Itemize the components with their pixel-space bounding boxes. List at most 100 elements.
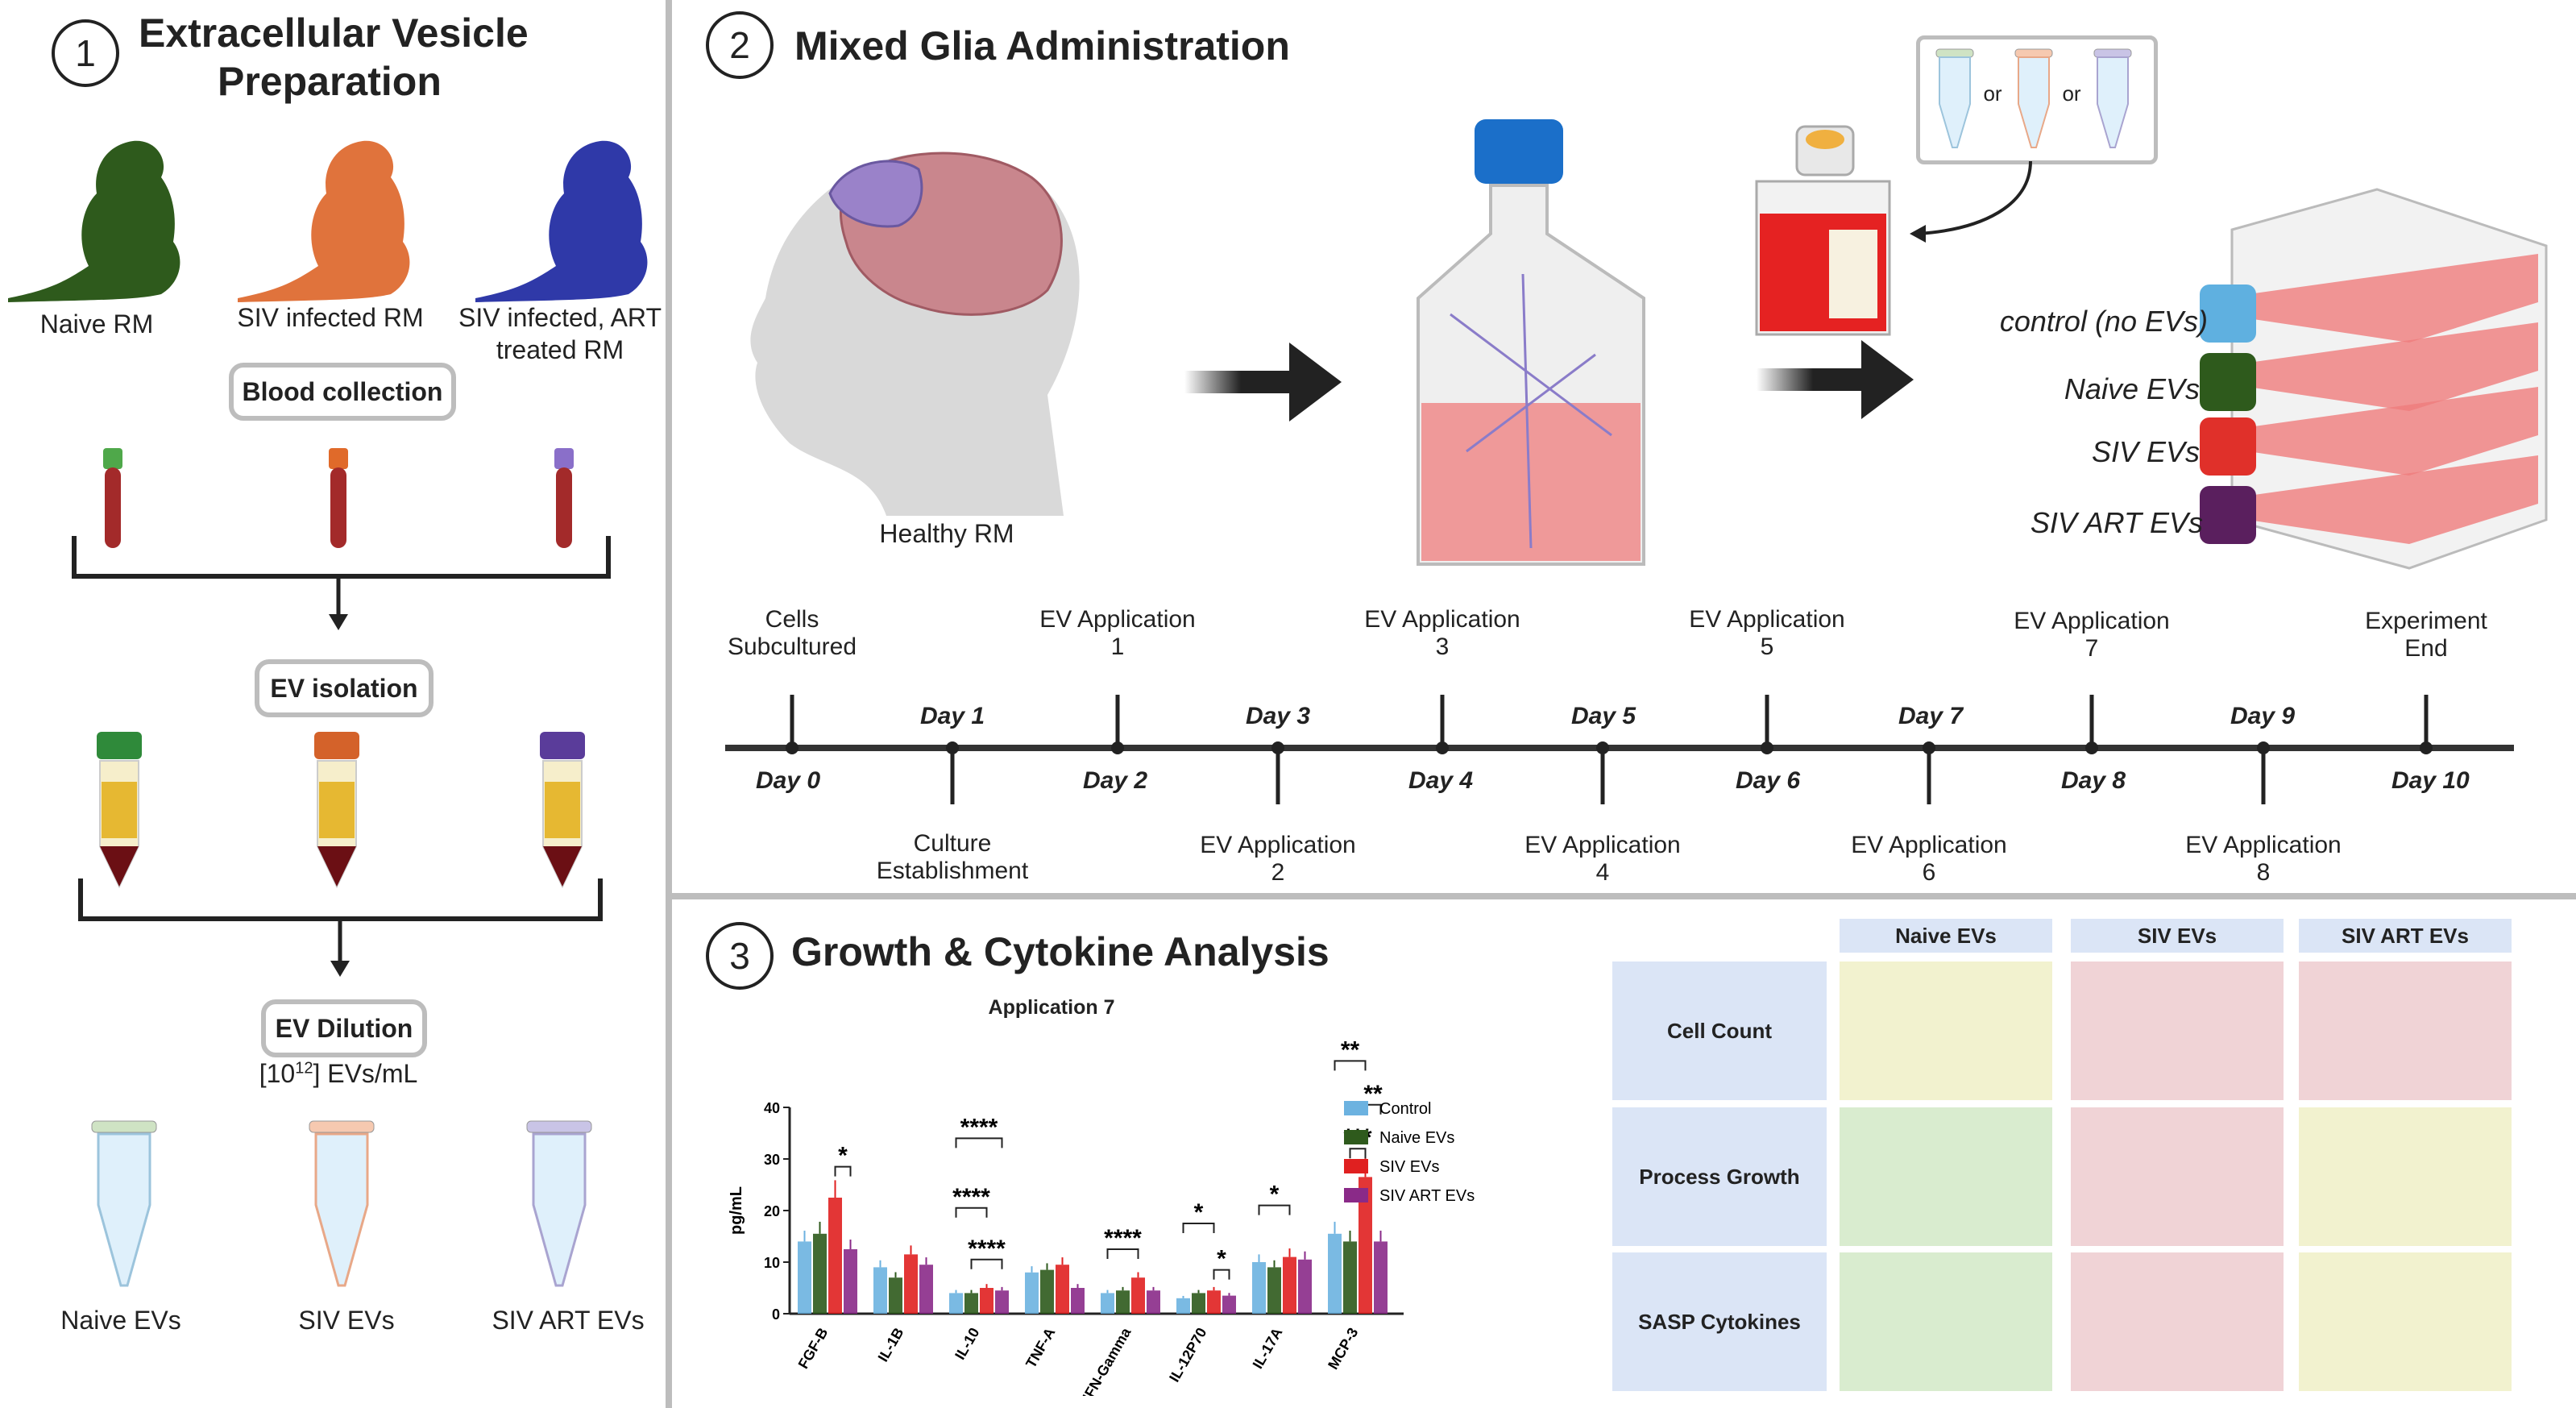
bar (844, 1249, 857, 1314)
eppendorf-naive (91, 1120, 157, 1287)
event-line1: Cells (765, 606, 819, 633)
table-cell (2071, 962, 2284, 1100)
blood-tube-naive (105, 467, 121, 548)
stacked-flasks-illustration (2200, 188, 2548, 570)
day-4: Day 4 (1408, 767, 1474, 794)
event-line1: Experiment (2365, 608, 2487, 634)
flask-cap-siv (2200, 417, 2256, 476)
monkey-brain-illustration (750, 152, 1080, 516)
table-row-header: Cell Count (1612, 962, 1827, 1100)
sig-il10-a (955, 1137, 1003, 1148)
monkey-label-siv: SIV infected RM (237, 303, 424, 332)
or-label-2: or (2062, 81, 2081, 106)
bar (1176, 1298, 1190, 1314)
bar (889, 1277, 902, 1314)
falcon-tubes (97, 732, 585, 889)
day-1: Day 1 (920, 703, 985, 729)
legend-swatch (1344, 1159, 1368, 1173)
category-label: IFN-Gamma (1080, 1324, 1135, 1396)
flask-cap-control (2200, 285, 2256, 343)
flask-label-siv-art: SIV ART EVs (2030, 506, 2203, 539)
event-line1: EV Application (1524, 832, 1681, 858)
sig-il17a-label: * (1270, 1182, 1280, 1208)
y-tick-label: 40 (764, 1100, 780, 1116)
dilution-rest: ] EVs/mL (313, 1059, 418, 1088)
timeline-ticks-down (950, 748, 2266, 804)
event-line2: 8 (2256, 859, 2271, 886)
table-cell (1840, 1107, 2052, 1246)
falcon-tube-art (540, 732, 585, 889)
flask-label-naive: Naive EVs (2064, 372, 2200, 405)
bar (995, 1290, 1009, 1314)
monkey-siv-icon (238, 140, 410, 302)
bar (1328, 1233, 1342, 1314)
sig-il10-b-label: **** (952, 1184, 990, 1211)
table-cell (2299, 1252, 2512, 1391)
bar (1267, 1267, 1281, 1314)
choice-tube-art-icon (2093, 48, 2132, 148)
legend-label: SIV EVs (1379, 1158, 1439, 1176)
sig-mcp3-a (1334, 1060, 1367, 1071)
bar (1025, 1272, 1039, 1314)
falcon-tube-siv (314, 732, 359, 889)
bar (1056, 1265, 1069, 1314)
bar (1343, 1241, 1357, 1314)
final-label-siv-art: SIV ART EVs (492, 1306, 645, 1335)
eppendorf-tubes (91, 1120, 592, 1287)
table-cell (1840, 1252, 2052, 1391)
bar (873, 1267, 887, 1314)
event-line2: 3 (1435, 633, 1450, 660)
sig-il12-b-label: * (1217, 1246, 1226, 1273)
final-label-naive: Naive EVs (60, 1306, 181, 1335)
day-5: Day 5 (1571, 703, 1636, 729)
bar (964, 1293, 978, 1314)
y-axis-label: pg/mL (728, 1186, 745, 1235)
bar (828, 1198, 842, 1314)
sig-ifng-label: **** (1104, 1225, 1142, 1252)
bar (1040, 1269, 1054, 1314)
blood-tube-siv (330, 467, 346, 548)
category-label: IL-10 (952, 1325, 982, 1362)
day-10: Day 10 (2391, 767, 2470, 794)
table-row-header: Process Growth (1612, 1107, 1827, 1246)
bar (1252, 1262, 1266, 1314)
panel-1-title-line2: Preparation (218, 59, 442, 104)
legend-label: Control (1379, 1100, 1431, 1118)
timeline-ticks-up (790, 695, 2429, 748)
blood-tubes (103, 448, 574, 548)
category-label: FGF-B (795, 1325, 832, 1372)
monkey-label-siv-art-1: SIV infected, ART (458, 303, 662, 332)
event-line1: EV Application (1851, 832, 2007, 858)
event-line2: Subcultured (727, 633, 857, 660)
culture-flask-illustration (1417, 119, 1645, 566)
sig-il12-a (1182, 1223, 1215, 1233)
category-label: TNF-A (1023, 1325, 1058, 1371)
table-column-header: SIV EVs (2071, 919, 2284, 953)
event-line2: Establishment (876, 858, 1029, 884)
table-row-header: SASP Cytokines (1612, 1252, 1827, 1391)
sig-mcp3-b-label: ** (1363, 1081, 1383, 1107)
day-6: Day 6 (1736, 767, 1801, 794)
flask-label-siv: SIV EVs (2091, 435, 2200, 468)
day-0: Day 0 (756, 767, 821, 794)
category-label: IL-17A (1250, 1325, 1286, 1372)
category-label: IL-12P70 (1166, 1325, 1209, 1385)
table-cell (2071, 1252, 2284, 1391)
bar (949, 1293, 963, 1314)
day-8: Day 8 (2061, 767, 2126, 794)
bar (1374, 1241, 1388, 1314)
sig-il17a (1258, 1204, 1291, 1215)
ev-choice-box: or or (1916, 35, 2158, 164)
bar (1283, 1256, 1296, 1314)
sig-il10-b (955, 1207, 988, 1218)
blood-collection-pill: Blood collection (229, 363, 456, 421)
table-column-header: SIV ART EVs (2299, 919, 2512, 953)
